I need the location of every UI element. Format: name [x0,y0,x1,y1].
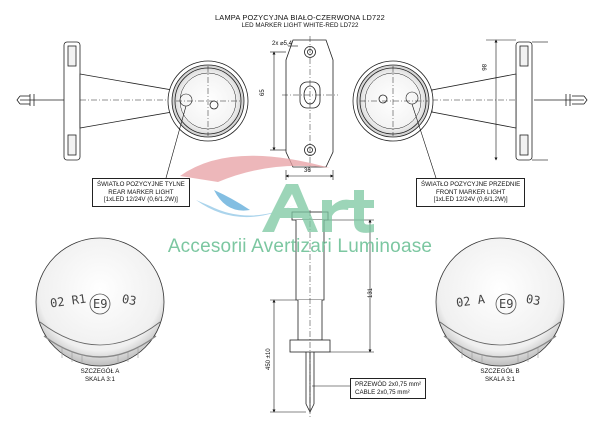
drawing-title: LAMPA POZYCYJNA BIAŁO-CZERWONA LD722 [215,13,385,22]
logo-blue-drop [214,190,250,211]
cable-visible-length-dimension: 131 [368,287,374,298]
front-lamp-side-view [352,41,588,161]
cable-spec-label: PRZEWÓD 2x0,75 mm² CABLE 2x0,75 mm² [350,378,427,400]
watermark-brand-text: Accesorii Avertizari Luminoase [167,236,433,257]
detail-a-scale: SKALA 3:1 [85,375,115,383]
rear-label-english: REAR MARKER LIGHT [108,188,174,196]
detail-b-caption: SZCZEGÓŁ B SKALA 3:1 [460,368,540,383]
detail-a-code: 03 [120,291,138,309]
front-marker-label: ŚWIATŁO POZYCYJNE PRZEDNIE FRONT MARKER … [416,178,526,207]
height-dimension: 65 [260,89,266,96]
detail-a-view [35,237,165,367]
drawing-subtitle: LED MARKER LIGHT WHITE-RED LD722 [241,22,359,29]
detail-b-scale: SKALA 3:1 [485,375,515,383]
side-height-dimension: 86 [480,64,486,71]
front-label-polish: ŚWIATŁO POZYCYJNE PRZEDNIE [421,181,521,188]
width-dimension: 36 [304,168,311,174]
label-leader-lines [165,103,437,179]
center-dimension-lines [270,45,334,180]
cable-side-view [289,210,331,418]
logo-blue-swoosh [196,200,296,218]
detail-a-caption: SZCZEGÓŁ A SKALA 3:1 [60,368,140,383]
rear-label-spec: [1xLED 12/24V (0,6/1,2W)] [103,196,178,204]
cable-total-length-dimension: 450 ±10 [266,348,272,370]
rear-label-polish: ŚWIATŁO POZYCYJNE TYLNE [97,181,185,188]
cable-label-english: CABLE 2x0,75 mm² [355,388,410,396]
cable-label-polish: PRZEWÓD 2x0,75 mm² [355,381,422,388]
rear-lamp-side-view [16,41,249,161]
watermark-logo [180,155,374,233]
detail-b-code: 03 [524,291,542,309]
holes-dimension: 2x ⌀5,4 [272,41,292,47]
detail-a-title: SZCZEGÓŁ A [80,368,120,375]
detail-a-approval: E9 [93,297,108,311]
logo-green-letters [262,184,318,232]
rear-marker-label: ŚWIATŁO POZYCYJNE TYLNE REAR MARKER LIGH… [92,178,190,207]
mounting-plate-front-view [282,36,338,172]
detail-b-title: SZCZEGÓŁ B [480,368,520,375]
front-label-spec: [1xLED 12/24V (0,6/1,2W)] [433,196,508,204]
detail-b-approval: E9 [499,297,514,311]
logo-red-swoosh [180,155,330,182]
right-dimension-lines [486,39,548,161]
front-label-english: FRONT MARKER LIGHT [435,188,506,196]
detail-b-view [435,237,565,367]
cable-dimension-lines [270,219,374,413]
